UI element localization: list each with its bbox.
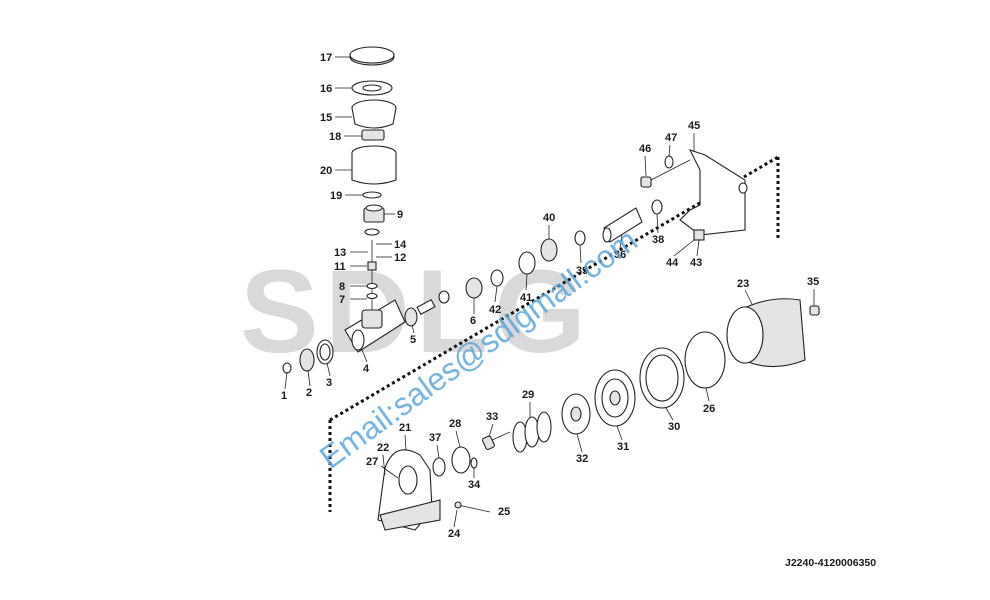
part-28-seal [451,446,471,474]
callout-13: 13 [334,247,346,259]
part-1-plug [282,362,292,374]
part-47-washer [664,155,674,169]
part-8b-washer [366,292,378,300]
callout-19: 19 [330,190,342,202]
callout-15: 15 [320,112,332,124]
part-41-ring [490,269,504,287]
part-37-ring [432,457,446,477]
part-18-nut [361,129,385,141]
callout-6: 6 [470,315,476,327]
part-26-o-ring [684,331,726,389]
part-45-bracket [679,149,748,236]
callout-34: 34 [468,479,481,491]
callout-9: 9 [397,209,403,221]
callout-46: 46 [639,143,651,155]
callout-23: 23 [737,278,749,290]
part-38-ring [651,199,663,215]
callout-8: 8 [339,281,345,293]
callout-38: 38 [652,234,664,246]
callout-12: 12 [394,252,406,264]
part-16-washer [351,80,393,96]
part-34-washer [470,457,478,469]
callout-28: 28 [449,418,461,430]
part-15-cup [351,99,397,129]
callout-44: 44 [666,257,679,269]
callout-14: 14 [394,239,407,251]
callout-43: 43 [690,257,702,269]
callout-4: 4 [363,363,370,375]
part-3-seal [316,339,334,365]
callout-24: 24 [448,528,461,540]
part-43-nut [693,229,705,241]
callout-18: 18 [329,131,341,143]
callout-7: 7 [339,294,345,306]
part-46-bolt [640,159,691,188]
part-29-spring [512,411,552,453]
part-25-bleeder [454,501,491,513]
part-5-seal [404,307,418,327]
callout-25: 25 [498,506,510,518]
callout-35: 35 [807,276,819,288]
part-23-cover [726,298,806,368]
callout-33: 33 [486,411,498,423]
callout-47: 47 [665,132,677,144]
callout-16: 16 [320,83,332,95]
callout-31: 31 [617,441,629,453]
part-30-seal-ring [639,347,685,409]
callout-5: 5 [410,334,416,346]
callout-11: 11 [334,261,346,273]
callout-1: 1 [281,390,287,402]
callout-labels: 17 16 15 18 20 19 9 13 14 12 11 8 7 1 2 … [281,52,819,540]
callout-22: 22 [377,442,389,454]
part-2-cap [299,348,315,372]
part-8-washer [366,282,378,290]
part-35-plug [809,305,820,316]
part-spring-ring [438,290,450,304]
callout-42: 42 [489,304,501,316]
callout-45: 45 [688,120,700,132]
callout-26: 26 [703,403,715,415]
callout-29: 29 [522,389,534,401]
callout-32: 32 [576,453,588,465]
callout-27: 27 [366,456,378,468]
part-36-shaft [602,207,643,243]
callout-37: 37 [429,432,441,444]
part-32-impeller [561,393,591,435]
part-4-pump-body [344,299,406,353]
callout-2: 2 [306,387,312,399]
callout-20: 20 [320,165,332,177]
callout-21: 21 [399,422,411,434]
callout-40: 40 [543,212,555,224]
part-9-fitting [363,204,385,223]
part-ring [364,228,380,236]
reference-code: J2240-4120006350 [785,557,876,569]
part-31-pulley [594,369,636,427]
part-21-housing [377,449,441,531]
part-42-bearing [465,277,483,299]
callout-39: 39 [576,265,588,277]
part-41b-ring [518,251,536,275]
callout-41: 41 [520,292,532,304]
part-20-filter-bowl [351,145,397,185]
part-39-ring [574,230,586,246]
part-11-valve [367,261,377,271]
part-40-bearing [540,238,558,262]
part-19-o-ring [362,191,382,199]
callout-36: 36 [614,249,626,261]
part-33-bolt [481,431,511,451]
callout-3: 3 [326,377,332,389]
callout-17: 17 [320,52,332,64]
callout-30: 30 [668,421,680,433]
part-17-cap [349,46,395,66]
part-6-sleeve [416,298,436,316]
